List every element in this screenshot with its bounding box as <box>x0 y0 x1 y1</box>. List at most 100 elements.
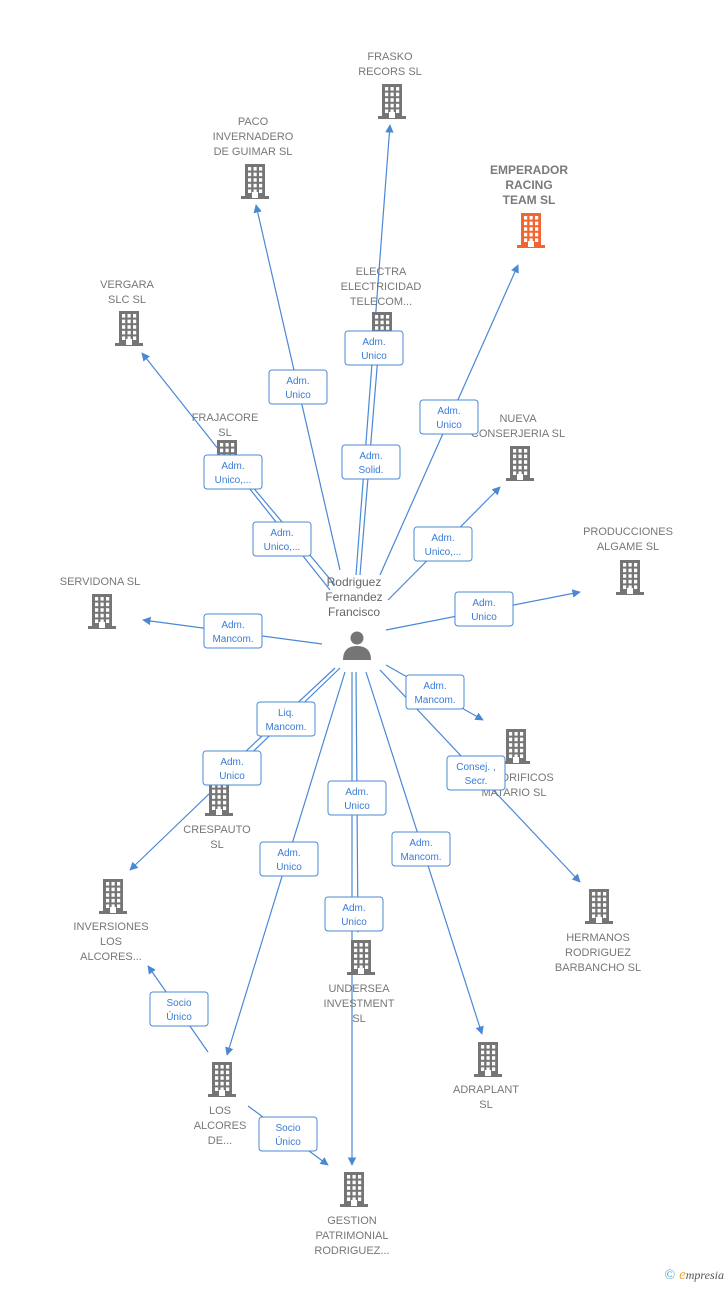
edge-label-crespauto[interactable]: Liq.Mancom. <box>256 701 316 737</box>
edge-role-text: Unico,... <box>215 475 252 486</box>
edge-role-text: Adm. <box>437 406 460 417</box>
edge-label-frasko[interactable]: Adm.Solid. <box>341 444 401 480</box>
edge-role-text: Adm. <box>431 533 454 544</box>
building-icon[interactable] <box>241 164 269 199</box>
person-name[interactable]: Rodriguez <box>327 575 382 589</box>
company-name-servidona[interactable]: SERVIDONA SL <box>60 576 141 588</box>
company-name-adraplant[interactable]: SL <box>479 1099 492 1111</box>
company-name-emperador[interactable]: TEAM SL <box>503 193 556 207</box>
edge-role-text: Adm. <box>472 598 495 609</box>
edge-label-nueva[interactable]: Adm. Unico,... <box>413 526 473 562</box>
edge-role-text: Adm. <box>286 376 309 387</box>
company-name-electra[interactable]: ELECTRA <box>356 266 407 278</box>
building-icon[interactable] <box>99 879 127 914</box>
company-name-undersea[interactable]: INVESTMENT <box>324 998 395 1010</box>
company-name-electra[interactable]: TELECOM... <box>350 296 412 308</box>
edge-label-vergara[interactable]: Adm.Unico,... <box>203 454 263 490</box>
edge-label-adraplant[interactable]: Adm.Mancom. <box>391 831 451 867</box>
edge-role-text: Unico <box>344 801 370 812</box>
company-name-hermanos[interactable]: HERMANOS <box>566 932 630 944</box>
company-name-producciones[interactable]: ALGAME SL <box>597 541 659 553</box>
company-name-frajacore[interactable]: FRAJACORE <box>192 412 259 424</box>
company-name-inversiones[interactable]: LOS <box>100 936 122 948</box>
edge-label-undersea[interactable]: Adm.Unico <box>327 780 387 816</box>
edge-role-text: Unico <box>341 917 367 928</box>
edge-label-frajacore[interactable]: Adm. Unico,... <box>252 521 312 557</box>
building-icon[interactable] <box>616 560 644 595</box>
edge-role-text: Adm. <box>220 757 243 768</box>
person-icon[interactable] <box>343 631 371 661</box>
company-name-frajacore[interactable]: SL <box>218 427 231 439</box>
footer-brand: ©empresia <box>664 1267 724 1284</box>
company-name-inversiones[interactable]: INVERSIONES <box>73 921 148 933</box>
company-name-hermanos[interactable]: RODRIGUEZ <box>565 947 631 959</box>
edge-label-producciones[interactable]: Adm. Unico <box>454 591 514 627</box>
edge-role-text: Unico <box>285 390 311 401</box>
company-name-emperador[interactable]: EMPERADOR <box>490 163 568 177</box>
company-name-losalcores[interactable]: ALCORES <box>194 1120 247 1132</box>
edge-role-text: Adm. <box>362 337 385 348</box>
building-icon[interactable] <box>506 446 534 481</box>
edge-role-text: Unico,... <box>264 542 301 553</box>
company-name-frasko[interactable]: RECORS SL <box>358 66 422 78</box>
edge-label-losalcores[interactable]: Adm.Unico <box>259 841 319 877</box>
company-name-crespauto[interactable]: CRESPAUTO <box>183 824 251 836</box>
edge-label-gestion[interactable]: Adm.Unico <box>324 896 384 932</box>
building-icon[interactable] <box>517 213 545 248</box>
company-name-adraplant[interactable]: ADRAPLANT <box>453 1084 519 1096</box>
company-name-frasko[interactable]: FRASKO <box>367 51 413 63</box>
building-icon[interactable] <box>208 1062 236 1097</box>
company-name-paco[interactable]: INVERNADERO <box>213 131 294 143</box>
company-name-producciones[interactable]: PRODUCCIONES <box>583 526 673 538</box>
company-name-crespauto[interactable]: SL <box>210 839 223 851</box>
building-icon[interactable] <box>502 729 530 764</box>
building-icon[interactable] <box>205 781 233 816</box>
edge-role-text: Mancom. <box>414 695 455 706</box>
edge-label-electra[interactable]: Adm.Unico <box>344 330 404 366</box>
company-name-gestion[interactable]: PATRIMONIAL <box>316 1230 389 1242</box>
company-name-paco[interactable]: DE GUIMAR SL <box>214 146 293 158</box>
building-icon[interactable] <box>474 1042 502 1077</box>
edge-role-text: Liq. <box>278 708 294 719</box>
edge-role-text: Unico,... <box>425 547 462 558</box>
company-name-gestion[interactable]: GESTION <box>327 1215 377 1227</box>
building-icon[interactable] <box>340 1172 368 1207</box>
company-name-undersea[interactable]: SL <box>352 1013 365 1025</box>
edge-role-text: Unico <box>471 612 497 623</box>
building-icon[interactable] <box>115 311 143 346</box>
edge-label-emperador[interactable]: Adm.Unico <box>419 399 479 435</box>
company-name-nueva[interactable]: NUEVA <box>499 413 537 425</box>
edge-role-text: Mancom. <box>400 852 441 863</box>
edge-label-hermanos[interactable]: Consej. ,Secr. <box>446 755 506 791</box>
edge-label-inversiones[interactable]: Adm.Unico <box>202 750 262 786</box>
company-name-emperador[interactable]: RACING <box>505 178 552 192</box>
building-icon[interactable] <box>347 940 375 975</box>
edge-label-paco[interactable]: Adm. Unico <box>268 369 328 405</box>
building-icon[interactable] <box>585 889 613 924</box>
company-name-gestion[interactable]: RODRIGUEZ... <box>314 1245 389 1257</box>
company-name-paco[interactable]: PACO <box>238 116 269 128</box>
person-name[interactable]: Fernandez <box>325 590 382 604</box>
company-name-undersea[interactable]: UNDERSEA <box>328 983 390 995</box>
company-name-inversiones[interactable]: ALCORES... <box>80 951 142 963</box>
company-name-vergara[interactable]: VERGARA <box>100 279 154 291</box>
edge-role-text: Secr. <box>465 776 488 787</box>
edge-role-text: Adm. <box>270 528 293 539</box>
company-name-electra[interactable]: ELECTRICIDAD <box>341 281 422 293</box>
edge-label-servidona[interactable]: Adm.Mancom. <box>203 613 263 649</box>
building-icon[interactable] <box>378 84 406 119</box>
company-name-losalcores[interactable]: DE... <box>208 1135 232 1147</box>
edge-role-text: Adm. <box>221 620 244 631</box>
edge-role-text: Solid. <box>358 465 383 476</box>
edge-role-text: Socio <box>166 998 191 1009</box>
company-name-hermanos[interactable]: BARBANCHO SL <box>555 962 641 974</box>
brand-name: mpresia <box>685 1268 724 1282</box>
person-name[interactable]: Francisco <box>328 605 380 619</box>
company-name-nueva[interactable]: CONSERJERIA SL <box>471 428 565 440</box>
company-name-losalcores[interactable]: LOS <box>209 1105 231 1117</box>
company-name-vergara[interactable]: SLC SL <box>108 294 146 306</box>
edge-label-frigorificos[interactable]: Adm.Mancom. <box>405 674 465 710</box>
building-icon[interactable] <box>88 594 116 629</box>
